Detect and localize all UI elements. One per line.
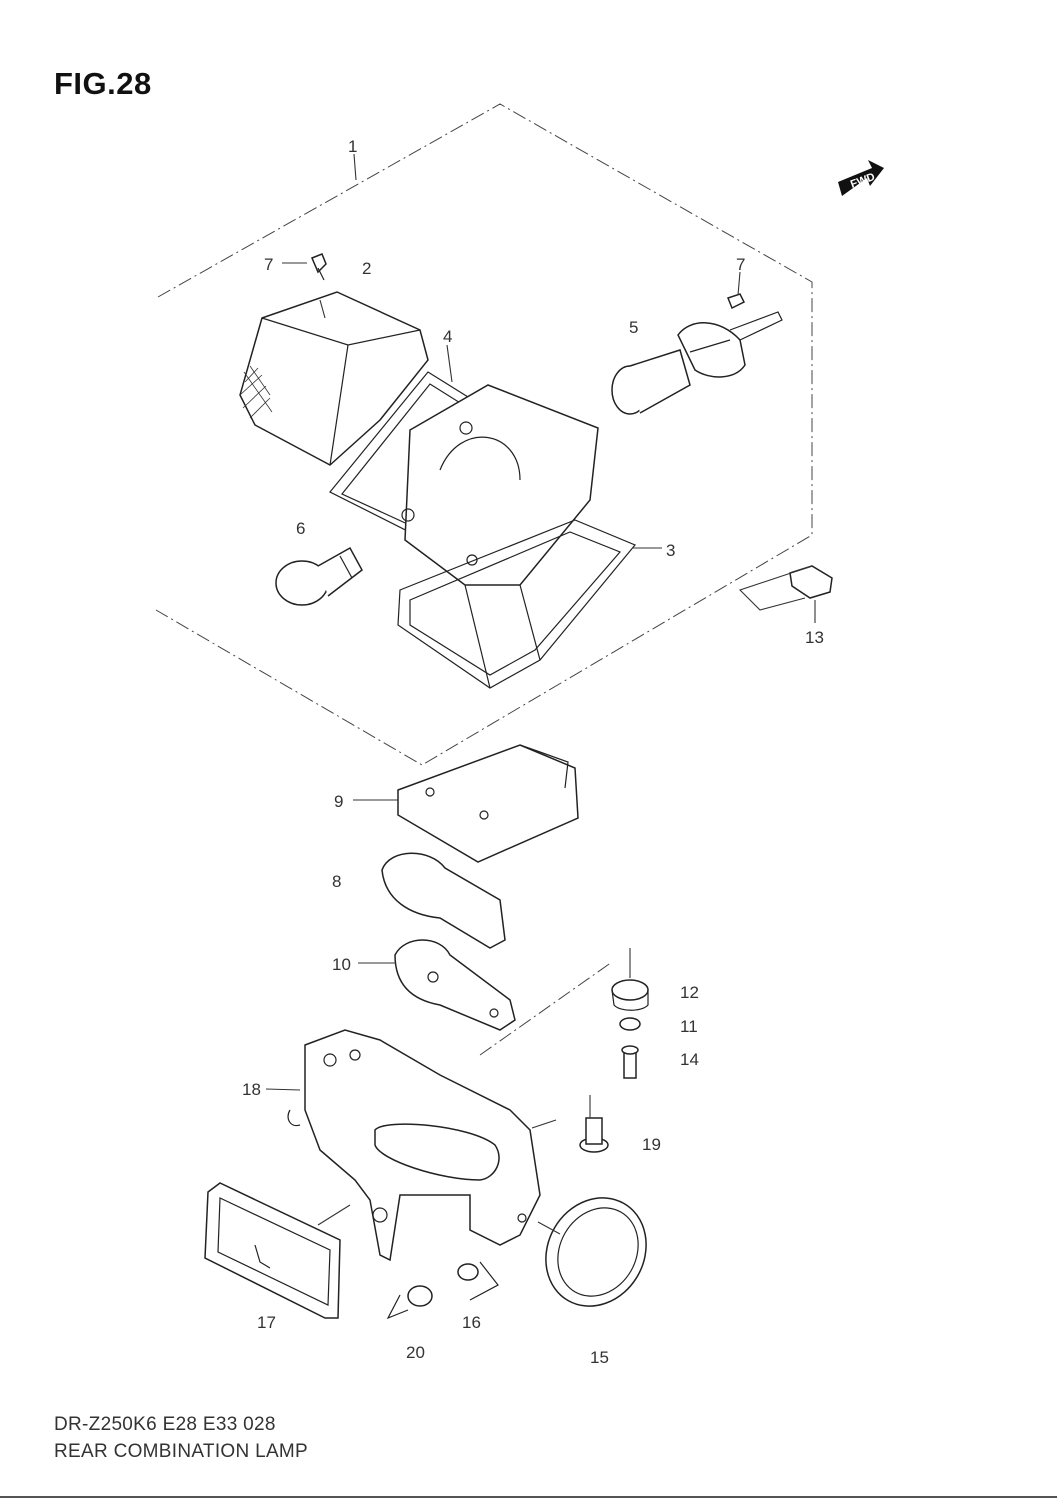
part-reflector-15 <box>545 1197 647 1307</box>
callout-11: 11 <box>680 1017 698 1036</box>
part-plate-9 <box>397 744 579 863</box>
part-grommet-12 <box>611 979 649 1011</box>
part-bolt-14 <box>621 1045 639 1079</box>
part-housing-3 <box>397 384 636 689</box>
fwd-label: FWD <box>849 171 877 191</box>
part-washer-11 <box>619 1017 641 1031</box>
callout-17: 17 <box>257 1313 276 1332</box>
callout-13: 13 <box>805 628 824 647</box>
model-code: DR-Z250K6 E28 E33 028 <box>54 1414 276 1435</box>
callout-18: 18 <box>242 1080 261 1099</box>
callout-6: 6 <box>296 519 305 538</box>
callout-10: 10 <box>332 955 351 974</box>
callout-7-left: 7 <box>264 255 273 274</box>
callout-3: 3 <box>666 541 675 560</box>
callout-14: 14 <box>680 1050 699 1069</box>
part-clip-13 <box>738 565 833 611</box>
part-nut-16 <box>457 1261 499 1301</box>
callout-9: 9 <box>334 792 343 811</box>
callout-12: 12 <box>680 983 699 1002</box>
figure-title: FIG.28 <box>54 66 152 101</box>
callout-8: 8 <box>332 872 341 891</box>
leader-lines <box>265 153 816 1235</box>
part-screw-7b <box>727 293 746 310</box>
part-bracket-10 <box>394 939 516 1031</box>
forward-arrow-icon: FWD <box>838 160 884 196</box>
part-rubber-8 <box>381 852 506 949</box>
callout-7-right: 7 <box>736 255 745 274</box>
part-reflector-17 <box>204 1182 341 1319</box>
part-nut-20 <box>386 1285 433 1320</box>
callout-20: 20 <box>406 1343 425 1362</box>
part-bracket-18 <box>287 1029 541 1262</box>
part-bulb-6 <box>275 546 363 606</box>
part-bolt-19 <box>579 1117 609 1153</box>
callout-1: 1 <box>348 137 357 156</box>
part-socket-5 <box>611 311 783 415</box>
part-screw-7a <box>311 253 327 281</box>
callout-2: 2 <box>362 259 371 278</box>
part-lens-2 <box>239 291 429 466</box>
callout-19: 19 <box>642 1135 661 1154</box>
bottom-divider <box>0 1496 1057 1498</box>
callout-4: 4 <box>443 327 452 346</box>
callout-5: 5 <box>629 318 638 337</box>
callout-15: 15 <box>590 1348 609 1367</box>
callout-16: 16 <box>462 1313 481 1332</box>
section-name: REAR COMBINATION LAMP <box>54 1441 309 1462</box>
